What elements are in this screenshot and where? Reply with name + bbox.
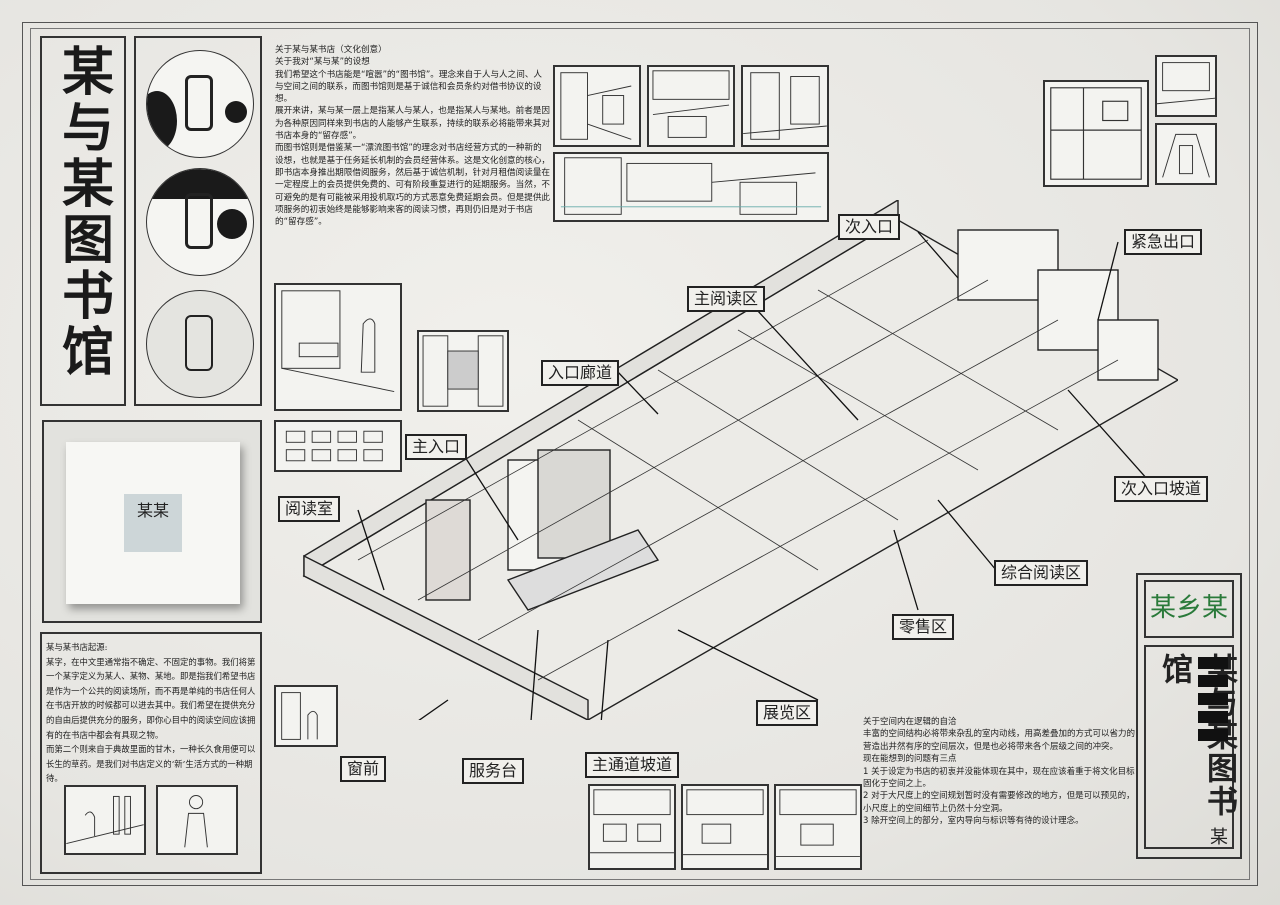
logic-issue: 1 关于设定为书店的初衷并没能体现在其中，现在应该着重于将文化目标固化于空间之上… — [863, 766, 1135, 790]
intro-text: 关于某与某书店（文化创意） 关于我对“某与某”的设想 我们希望这个书店能是“喧嚣… — [275, 44, 550, 228]
inner-frame — [30, 28, 1250, 880]
exhibition-sketch-1 — [588, 784, 676, 870]
sketch-thumb-5 — [1155, 123, 1217, 185]
label-general-reading-area: 综合阅读区 — [994, 560, 1089, 586]
intro-heading: 关于某与某书店（文化创意） — [275, 45, 387, 55]
brand-block: 某乡某 某与某图书馆 某 — [1136, 573, 1242, 859]
label-service-desk: 服务台 — [462, 758, 525, 784]
street-sketch — [64, 785, 146, 855]
seating-sketch — [274, 420, 402, 472]
intro-paragraph: 展开来讲，某与某一层上是指某人与某人，也是指某人与某地。前者是因为各种原因同样来… — [275, 106, 551, 142]
label-entrance-corridor: 入口廊道 — [541, 360, 620, 386]
window-sketch — [274, 685, 338, 747]
sketch-thumb-1 — [553, 65, 641, 147]
outer-frame — [22, 22, 1258, 886]
sketch-thumb-2 — [647, 65, 735, 147]
logic-text: 关于空间内在逻辑的自洽 丰富的空间结构必将带来杂乱的室内动线，用高差叠加的方式可… — [863, 716, 1138, 828]
logo-card: 某某 — [66, 442, 240, 604]
origin-heading: 某与某书店起源: — [46, 642, 108, 652]
label-window-front: 窗前 — [340, 756, 387, 782]
logic-issue: 3 除开空间上的部分，室内导向与标识等有待的设计理念。 — [863, 816, 1084, 827]
corridor-sketch — [417, 330, 509, 412]
label-emergency-exit: 紧急出口 — [1124, 229, 1203, 255]
intro-paragraph: 而图书馆则是借鉴某一“漂流图书馆”的理念对书店经营方式的一种新的设想，也就是基于… — [275, 143, 551, 228]
brand-vertical-box: 某与某图书馆 某 — [1144, 645, 1237, 849]
brand-top-logo: 某乡某 — [1144, 580, 1234, 638]
brand-signature: 某 — [1210, 827, 1228, 848]
figure-sketch — [156, 785, 238, 855]
origin-paragraph: 而第二个则来自于典故里面的甘木，一种长久食用便可以长生的草药。是我们对书店定义的… — [46, 744, 256, 784]
sketch-thumb-3 — [741, 65, 829, 147]
sketch-thumb-wide — [553, 152, 829, 222]
intro-subheading: 关于我对“某与某”的设想 — [275, 57, 370, 68]
label-main-passage-ramp: 主通道坡道 — [585, 752, 680, 778]
logic-heading: 关于空间内在逻辑的自洽 — [863, 717, 957, 727]
brand-bars — [1198, 657, 1228, 747]
logo-mark: 某某 — [124, 494, 182, 552]
label-secondary-entrance-ramp: 次入口坡道 — [1114, 476, 1209, 502]
vertical-title: 某与某图书馆 — [52, 44, 113, 380]
label-secondary-entrance: 次入口 — [838, 214, 901, 240]
exhibition-sketch-3 — [774, 784, 862, 870]
intro-paragraph: 我们希望这个书店能是“喧嚣”的“图书馆”。理念来自于人与人之间、人与空间之间的联… — [275, 69, 543, 105]
circle-vignette-3 — [146, 290, 254, 398]
circle-vignette-2 — [146, 168, 254, 276]
plan-thumb — [1043, 80, 1149, 187]
logic-body: 丰富的空间结构必将带来杂乱的室内动线，用高差叠加的方式可以省力的营造出井然有序的… — [863, 729, 1136, 752]
sketch-thumb-4 — [1155, 55, 1217, 117]
label-main-reading-area: 主阅读区 — [687, 286, 766, 312]
label-exhibition-area: 展览区 — [756, 700, 819, 726]
logic-issues-heading: 现在能想到的问题有三点 — [863, 754, 957, 765]
logic-issue: 2 对于大尺度上的空间规划暂时没有需要修改的地方，但是可以预见的，小尺度上的空间… — [863, 791, 1135, 814]
brand-vertical-title: 某与某图书馆 — [1156, 653, 1237, 818]
axonometric-drawing — [302, 200, 1178, 720]
circle-vignette-1 — [146, 50, 254, 158]
origin-text: 某与某书店起源: 某字，在中文里通常指不确定、不固定的事物。我们将第一个某字定义… — [40, 632, 262, 874]
origin-paragraph: 某字，在中文里通常指不确定、不固定的事物。我们将第一个某字定义为某人、某物、某地… — [46, 656, 256, 740]
vertical-title-box: 某与某图书馆 — [40, 36, 126, 406]
label-main-entrance: 主入口 — [405, 434, 468, 460]
circle-vignettes — [134, 36, 262, 406]
exhibition-sketch-2 — [681, 784, 769, 870]
reading-room-sketch — [274, 283, 402, 411]
label-retail-area: 零售区 — [892, 614, 955, 640]
logo-panel: 某某 — [42, 420, 262, 623]
label-reading-room: 阅读室 — [278, 496, 341, 522]
